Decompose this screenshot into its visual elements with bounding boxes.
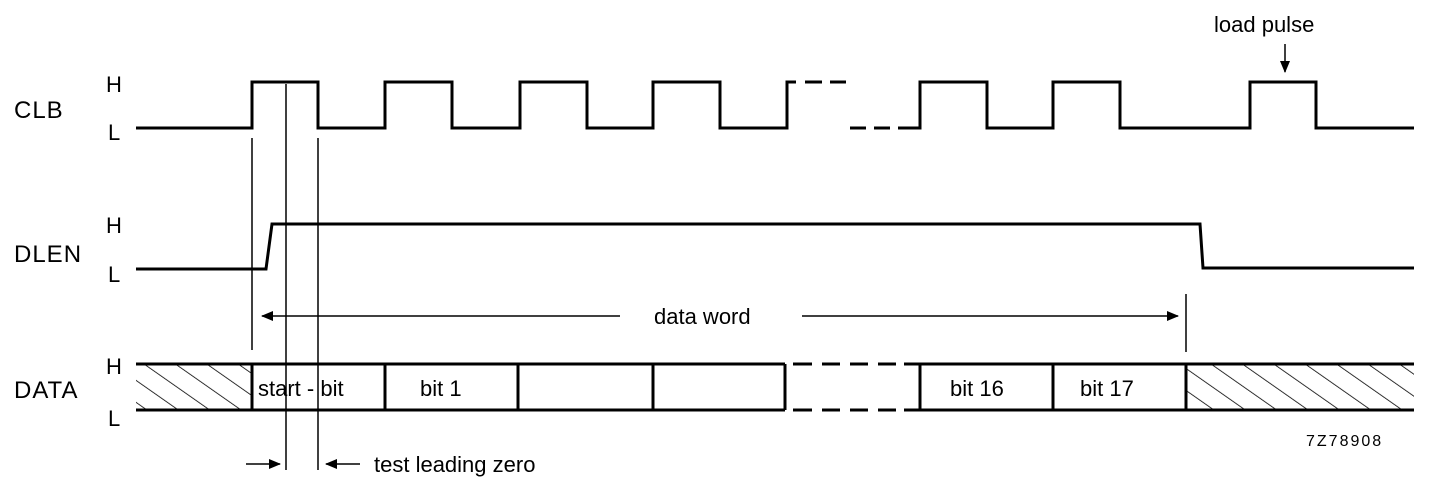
data-word-label: data word — [654, 304, 751, 329]
clb-low-label: L — [108, 120, 120, 145]
dlen-waveform — [136, 222, 1414, 271]
clb-waveform-left — [136, 80, 796, 130]
data-signal-label: DATA — [14, 377, 78, 404]
data-undefined-region-right — [1186, 364, 1414, 410]
dlen-high-label: H — [106, 213, 122, 238]
load-pulse-label: load pulse — [1214, 12, 1314, 37]
data-low-label: L — [108, 406, 120, 431]
start-bit-label: start - bit — [258, 376, 344, 401]
bit-16-label: bit 16 — [950, 376, 1004, 401]
clb-waveform-right — [898, 80, 1414, 130]
figure-code: 7Z78908 — [1306, 433, 1383, 450]
dlen-low-label: L — [108, 262, 120, 287]
data-high-label: H — [106, 354, 122, 379]
bit-1-label: bit 1 — [420, 376, 462, 401]
data-bus-right-rails — [904, 362, 1186, 412]
clb-signal-label: CLB — [14, 97, 64, 124]
data-undefined-region-left — [136, 364, 252, 410]
test-leading-zero-label: test leading zero — [374, 452, 535, 477]
bit-17-label: bit 17 — [1080, 376, 1134, 401]
dlen-signal-label: DLEN — [14, 241, 82, 268]
clb-high-label: H — [106, 72, 122, 97]
